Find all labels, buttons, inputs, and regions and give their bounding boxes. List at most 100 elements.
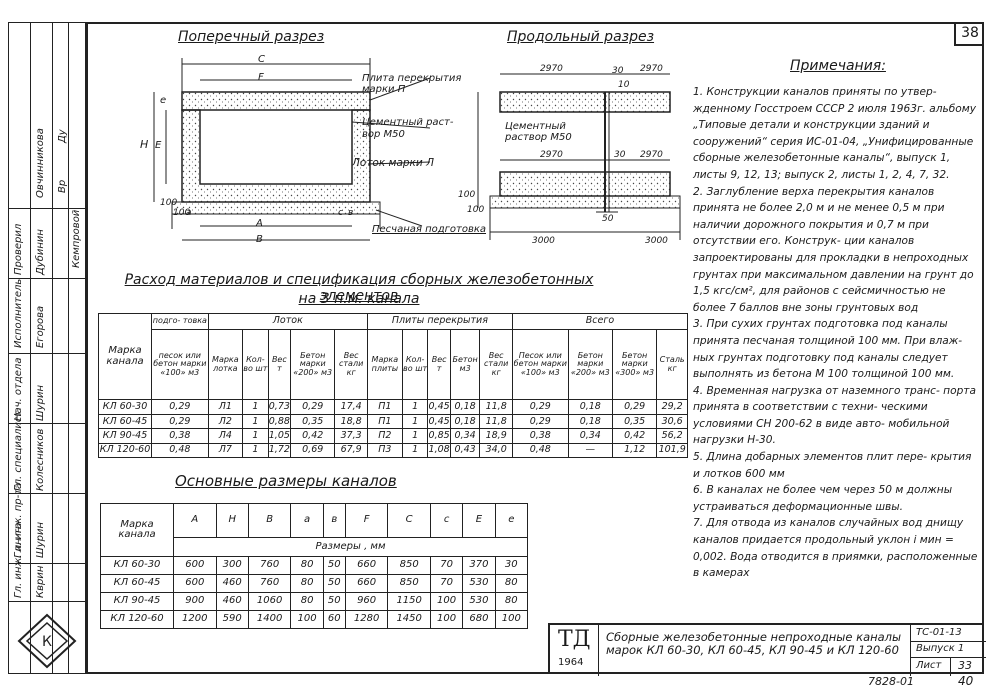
signature-label: Ду bbox=[57, 129, 68, 143]
table-cell: 1 bbox=[242, 413, 269, 430]
table-cell: 17,4 bbox=[334, 399, 368, 415]
dim-label: Е bbox=[155, 140, 162, 151]
table-header: Марка канала bbox=[98, 312, 152, 401]
table-cell: 0,18 bbox=[567, 413, 613, 430]
table-cell: 80 bbox=[290, 574, 324, 594]
table-cell: 1 bbox=[242, 428, 269, 444]
trough-label: Лоток марки Л bbox=[352, 157, 434, 169]
table-cell: 0,85 bbox=[427, 428, 451, 444]
table-cell: 0,42 bbox=[611, 428, 658, 444]
table-cell: 600 bbox=[173, 574, 217, 594]
dim-label: 50 bbox=[602, 214, 614, 224]
table-cell: П1 bbox=[366, 399, 403, 415]
table-cell: 67,9 bbox=[334, 442, 368, 459]
table-cell: — bbox=[567, 442, 613, 459]
table-cell: КЛ 120-60 bbox=[100, 610, 174, 629]
name-label: Шурин bbox=[35, 522, 46, 558]
dim-label: F bbox=[258, 72, 264, 83]
table-cell: 900 bbox=[173, 592, 217, 612]
table-cell: 50 bbox=[322, 574, 346, 594]
table-header: Лоток bbox=[207, 313, 368, 330]
table-header: Н bbox=[215, 502, 249, 539]
dim-label: 100 bbox=[173, 208, 191, 218]
note-item: 6. В каналах не более чем через 50 м дол… bbox=[693, 484, 953, 513]
table-cell: 460 bbox=[215, 592, 249, 612]
dim-label: 100 bbox=[160, 198, 178, 208]
table-cell: 0,29 bbox=[511, 413, 569, 430]
table-cell: 100 bbox=[290, 610, 324, 629]
table-cell: 660 bbox=[344, 574, 389, 594]
name-label: Овчинникова bbox=[35, 128, 46, 198]
table-cell: 18,9 bbox=[479, 428, 513, 444]
emblem-icon: К bbox=[17, 613, 77, 669]
table-cell: 70 bbox=[429, 574, 464, 594]
table-cell: 0,38 bbox=[151, 428, 209, 444]
dim-label: 30 bbox=[612, 66, 624, 76]
table-cell: П1 bbox=[366, 413, 403, 430]
table-cell: 300 bbox=[215, 556, 249, 576]
table-header: Кол-во шт bbox=[242, 328, 269, 401]
dim-label: 100 bbox=[458, 190, 476, 200]
note-item: 7. Для отвода из каналов случайных вод д… bbox=[693, 517, 978, 580]
table-cell: 11,8 bbox=[479, 413, 513, 430]
table-cell: 0,29 bbox=[151, 413, 209, 430]
table-cell: 0,29 bbox=[290, 399, 336, 415]
table-cell: КЛ 90-45 bbox=[98, 428, 152, 444]
name-label: Колесников bbox=[35, 428, 46, 491]
note-item: 1. Конструкции каналов приняты по утвер-… bbox=[693, 86, 977, 181]
note-item: 5. Длина добарных элементов плит пере- к… bbox=[693, 451, 972, 480]
table-header: в bbox=[322, 502, 346, 539]
table-cell: 1 bbox=[242, 399, 269, 415]
table-cell: 0,88 bbox=[267, 413, 292, 430]
table-cell: 660 bbox=[344, 556, 389, 576]
table-cell: 0,73 bbox=[267, 399, 292, 415]
table-cell: 1,12 bbox=[611, 442, 658, 459]
logo-year: 1964 bbox=[558, 657, 584, 668]
table-header: Вес т bbox=[267, 328, 292, 401]
role-label: Гл. инж. пр-та bbox=[13, 482, 24, 558]
table-header: В bbox=[247, 502, 292, 539]
role-label: Исполнитель bbox=[13, 278, 24, 348]
table-header: Кол-во шт bbox=[401, 328, 429, 401]
drawing-frame bbox=[86, 22, 984, 674]
table-cell: 0,18 bbox=[449, 399, 481, 415]
table-header: Бетон марки «300» м3 bbox=[611, 328, 658, 401]
materials-subtitle: на 3 п.м. канала bbox=[298, 291, 420, 307]
slab-label: Плита перекрытия марки П bbox=[362, 73, 462, 95]
table-cell: 70 bbox=[429, 556, 464, 576]
title-block: ТД 1964 Сборные железобетонные непроходн… bbox=[548, 623, 986, 676]
table-cell: 1,08 bbox=[427, 442, 451, 459]
table-cell: 1150 bbox=[387, 592, 431, 612]
table-cell: 1 bbox=[401, 442, 429, 459]
table-header: Е bbox=[462, 502, 496, 539]
dim-label: с bbox=[338, 208, 343, 218]
table-header: Марка плиты bbox=[366, 328, 403, 401]
table-header: С bbox=[387, 502, 431, 539]
name-label: Кемпровой bbox=[71, 209, 82, 268]
table-header: а bbox=[290, 502, 324, 539]
table-cell: 530 bbox=[462, 592, 496, 612]
table-cell: 760 bbox=[247, 574, 292, 594]
table-cell: 29,2 bbox=[656, 399, 688, 415]
table-cell: 850 bbox=[387, 574, 431, 594]
name-label: Кврин bbox=[35, 565, 46, 598]
table-header: Марка лотка bbox=[207, 328, 244, 401]
dim-label: 3000 bbox=[532, 236, 555, 246]
table-cell: 0,43 bbox=[449, 442, 481, 459]
table-cell: 0,45 bbox=[427, 413, 451, 430]
table-header: Сталь кг bbox=[656, 328, 688, 401]
table-cell: 50 bbox=[322, 556, 346, 576]
table-cell: 680 bbox=[462, 610, 496, 629]
table-cell: 370 bbox=[462, 556, 496, 576]
table-cell: Л7 bbox=[207, 442, 244, 459]
dim-label: а bbox=[186, 208, 192, 218]
table-header: Вес стали кг bbox=[334, 328, 368, 401]
dim-label: е bbox=[160, 95, 167, 106]
table-cell: 0,38 bbox=[511, 428, 569, 444]
dim-label: 3000 bbox=[645, 236, 668, 246]
dimensions-table: Марка канала А Н В а в F С с Е е Размеры… bbox=[100, 502, 529, 629]
table-cell: 1 bbox=[242, 442, 269, 459]
